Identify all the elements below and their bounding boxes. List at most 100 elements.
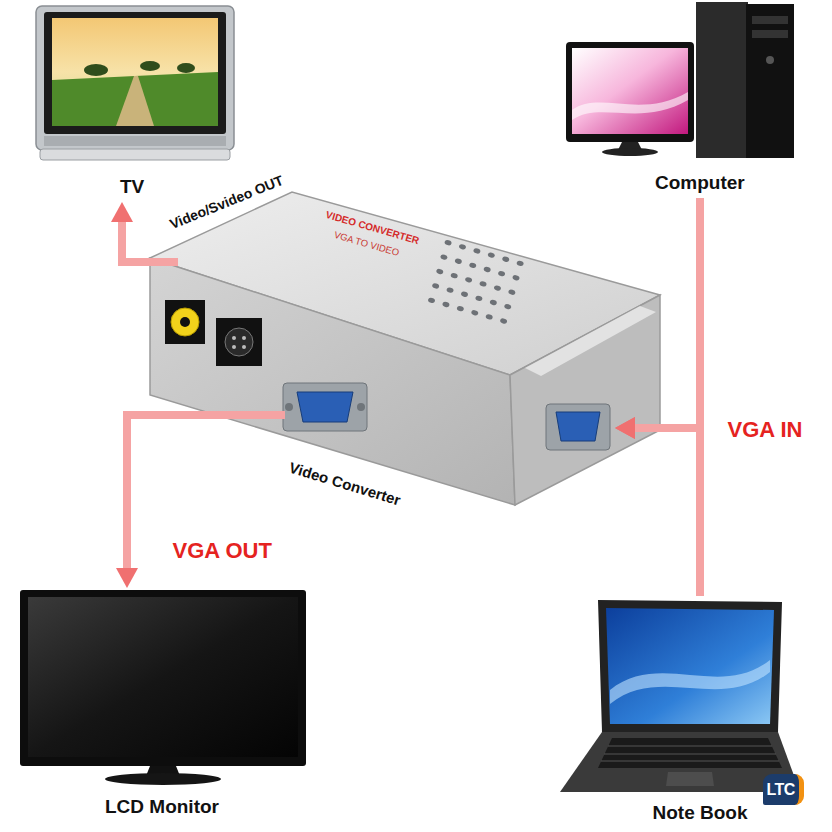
vent: [440, 254, 448, 261]
connector: [111, 202, 155, 262]
tv-road: [116, 76, 154, 126]
connector-line: [631, 198, 700, 428]
rca-housing: [165, 300, 205, 344]
tv-tree: [84, 64, 108, 76]
part-label: Video Converter: [287, 458, 403, 509]
tv-screen: [52, 18, 218, 126]
svideo-pin: [232, 336, 236, 340]
vent: [475, 295, 483, 302]
box-front: [150, 258, 515, 505]
edge-label: VGA IN: [728, 417, 803, 443]
svideo-housing: [216, 318, 262, 366]
edge-label: VGA OUT: [173, 538, 272, 564]
arrow-head: [615, 417, 635, 439]
notebook-screen: [606, 608, 774, 724]
notebook-keyboard: [598, 738, 782, 768]
lcd-frame: [20, 590, 306, 766]
svideo-pin: [232, 345, 236, 349]
notebook-lid: [598, 600, 782, 732]
tv-stand: [40, 149, 230, 160]
tv-case: [36, 6, 234, 150]
vent: [502, 256, 510, 263]
monitor-frame: [566, 42, 694, 142]
converter-illustration: [150, 192, 660, 505]
vent: [487, 252, 495, 259]
device-label: LCD Monitor: [105, 796, 219, 819]
tv-bezel: [44, 12, 226, 134]
vent: [442, 301, 450, 308]
tv-tree: [177, 63, 195, 73]
svideo-pin: [242, 345, 246, 349]
rca-jack: [171, 308, 199, 336]
vent: [483, 266, 491, 273]
vent: [446, 287, 454, 294]
vent: [469, 262, 477, 269]
arrow-head: [111, 202, 133, 222]
port-screw: [285, 403, 293, 411]
vent: [498, 270, 506, 277]
lcd-screen: [28, 597, 298, 757]
connector: [615, 417, 700, 596]
notebook-illustration: [560, 600, 800, 792]
tv-illustration: [36, 6, 234, 160]
vent: [471, 309, 479, 316]
vent: [512, 274, 520, 281]
svideo-pin: [242, 336, 246, 340]
vga-in-port: [546, 404, 610, 450]
monitor-screen: [572, 48, 688, 134]
device-label: Note Book: [653, 802, 748, 825]
key-rows: [601, 746, 779, 761]
vent: [465, 276, 473, 283]
tv-device: TV: [30, 2, 242, 202]
device-label: Computer: [655, 172, 745, 195]
drive-bay: [752, 30, 788, 38]
tv-tree: [140, 61, 160, 71]
vga-out-socket: [297, 392, 353, 422]
power-button: [766, 56, 774, 64]
drive-bay: [752, 16, 788, 24]
tv-field: [52, 72, 218, 126]
tv-panel: [44, 136, 226, 146]
vent: [436, 268, 444, 275]
vent: [432, 283, 440, 290]
vent: [454, 258, 462, 265]
computer-device: Computer: [555, 0, 800, 198]
vent: [516, 260, 524, 267]
screen-wave: [610, 660, 770, 704]
vent: [456, 305, 464, 312]
vent: [458, 243, 466, 250]
rca-hole: [180, 317, 190, 327]
monitor-base: [602, 148, 658, 156]
vga-in-socket: [556, 412, 600, 441]
lcd-monitor-device: LCD Monitor: [15, 588, 313, 828]
connector: [116, 415, 155, 588]
tower-side: [696, 2, 748, 158]
vga-out-port: [283, 383, 367, 431]
connector-line: [127, 415, 155, 572]
vent: [489, 299, 497, 306]
vent: [493, 285, 501, 292]
vent: [460, 291, 468, 298]
vent: [473, 248, 481, 255]
vent: [485, 314, 493, 321]
device-label: TV: [120, 176, 144, 199]
svideo-jack: [225, 328, 253, 356]
connector: [615, 198, 700, 439]
lcd-base: [105, 773, 221, 785]
vent: [427, 297, 435, 304]
lcd-illustration: [20, 590, 306, 785]
box-lip: [525, 306, 656, 376]
vent-holes: [427, 239, 524, 324]
vent: [450, 272, 458, 279]
wire-stub: [150, 411, 285, 419]
watermark: LTC: [763, 774, 804, 805]
computer-illustration: [566, 2, 794, 158]
connector-line: [631, 428, 700, 596]
port-screw: [357, 403, 365, 411]
video-converter-box: VIDEO CONVERTERVGA TO VIDEOVideo Convert…: [155, 185, 615, 525]
vent: [500, 318, 508, 325]
touchpad: [666, 772, 714, 786]
vent: [508, 289, 516, 296]
box-side: [510, 295, 660, 505]
